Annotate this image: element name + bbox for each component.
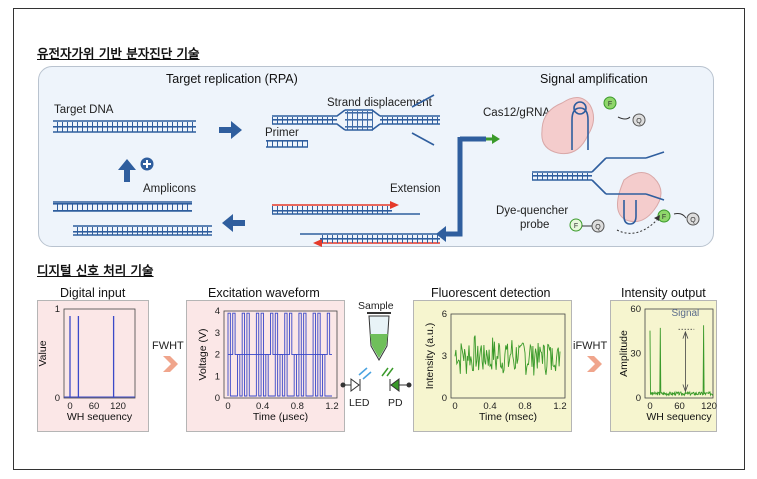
excitation-ytick: 0	[215, 393, 220, 404]
excitation-axes-box	[223, 310, 338, 399]
extension-label: Extension	[390, 183, 441, 195]
intensity-axes-box	[644, 308, 714, 399]
excitation-wave-upper	[227, 312, 332, 356]
chevron-right-icon-1	[163, 356, 178, 372]
intensity-panel	[610, 300, 717, 432]
intensity-ylabel: Amplitude	[618, 330, 630, 377]
digital-input-panel	[37, 300, 149, 432]
fluorescent-ytick: 3	[442, 351, 447, 362]
ifwht-label: iFWHT	[573, 340, 608, 352]
fluorescent-title: Fluorescent detection	[431, 286, 551, 300]
dye-quencher-label-2: probe	[520, 219, 550, 231]
digital-input-xtick: 120	[110, 401, 126, 412]
excitation-wave-lower	[227, 354, 332, 397]
digital-input-ylabel: Value	[37, 340, 49, 366]
sample-label: Sample	[358, 300, 394, 312]
digital-input-ytick: 1	[55, 304, 60, 315]
intensity-ytick: 0	[636, 393, 641, 404]
sample-tube-icon	[367, 312, 391, 362]
digital-input-title: Digital input	[60, 286, 126, 300]
fluorescent-xtick: 1.2	[553, 401, 566, 412]
digital-input-xtick: 0	[67, 401, 72, 412]
chevron-right-icon-2	[587, 356, 602, 372]
pd-icon	[381, 367, 412, 392]
intensity-xtick: 120	[701, 401, 717, 412]
strand-displacement-label: Strand displacement	[327, 97, 432, 109]
digital-input-ytick: 0	[55, 393, 60, 404]
cas12-label: Cas12/gRNA	[483, 107, 551, 119]
intensity-title: Intensity output	[621, 286, 706, 300]
pd-label: PD	[388, 397, 403, 409]
crispr-diagnostics-panel	[38, 66, 714, 247]
digital-input-axes-box	[63, 308, 136, 399]
fluorescent-ylabel: Intensity (a.u.)	[424, 323, 436, 390]
led-icon	[340, 367, 372, 392]
excitation-xtick: 1.2	[325, 401, 338, 412]
excitation-ytick: 1	[215, 371, 220, 382]
excitation-xlabel: Time (μsec)	[253, 411, 308, 423]
excitation-title: Excitation waveform	[208, 286, 320, 300]
section-title-dsp: 디지털 신호 처리 기술	[37, 263, 154, 278]
target-replication-title: Target replication (RPA)	[166, 72, 298, 86]
excitation-ytick: 2	[215, 350, 220, 361]
digital-input-xlabel: WH sequency	[67, 411, 133, 423]
digital-input-xtick: 60	[89, 401, 100, 412]
signal-label: Signal	[671, 308, 699, 319]
amplicons-label: Amplicons	[143, 183, 197, 195]
excitation-ytick: 3	[215, 328, 220, 339]
fluorescent-ytick: 0	[442, 393, 447, 404]
fluorescent-trace	[454, 335, 561, 376]
section-title-crispr: 유전자가위 기반 분자진단 기술	[37, 46, 200, 61]
intensity-xtick: 60	[674, 401, 685, 412]
excitation-xtick: 0.4	[256, 401, 269, 412]
signal-arrow-head-up	[682, 330, 689, 339]
signal-amplification-title: Signal amplification	[540, 72, 648, 86]
dye-quencher-label-1: Dye-quencher	[496, 205, 569, 217]
fluorescent-xlabel: Time (msec)	[479, 411, 537, 423]
excitation-xtick: 0.8	[291, 401, 304, 412]
fluorescent-panel	[413, 300, 572, 432]
target-dna-label: Target DNA	[54, 104, 114, 116]
excitation-ylabel: Voltage (V)	[197, 329, 209, 381]
fluorescent-xtick: 0	[452, 401, 457, 412]
fluorescent-xtick: 0.4	[483, 401, 496, 412]
intensity-trace	[649, 325, 714, 397]
intensity-xtick: 0	[647, 401, 652, 412]
fwht-label: FWHT	[152, 340, 184, 352]
intensity-ytick: 60	[630, 304, 641, 315]
fluorescent-ytick: 6	[442, 309, 447, 320]
fluorescent-xtick: 0.8	[518, 401, 531, 412]
excitation-ytick: 4	[215, 306, 220, 317]
excitation-xtick: 0	[225, 401, 230, 412]
signal-arrow-head-down	[682, 384, 689, 393]
led-label: LED	[349, 397, 370, 409]
fluorescent-axes-box	[450, 313, 566, 399]
intensity-xlabel: WH sequency	[646, 411, 712, 423]
intensity-ytick: 30	[630, 349, 641, 360]
